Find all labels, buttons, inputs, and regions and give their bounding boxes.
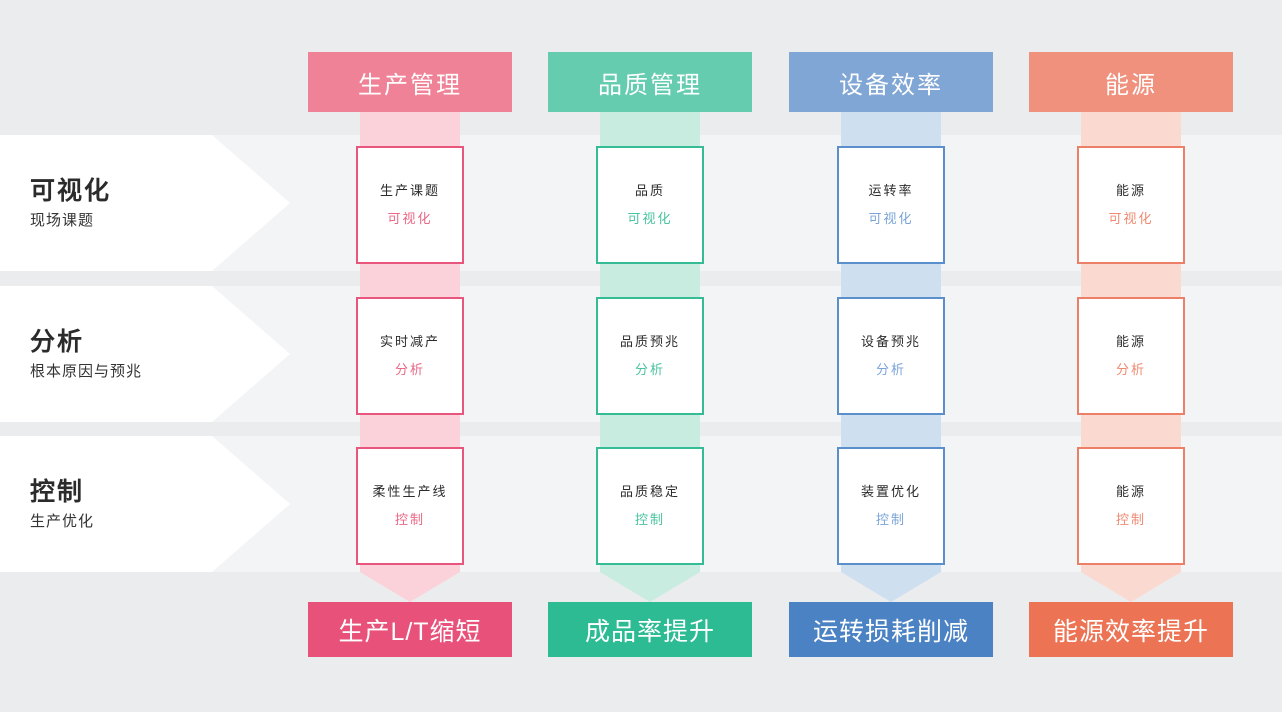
cell-title: 能源	[1115, 483, 1146, 499]
cell-title: 能源	[1115, 182, 1146, 198]
cell-title: 品质预兆	[619, 333, 680, 349]
cell-title: 生产课题	[379, 182, 440, 198]
cell-stage: 控制	[1115, 511, 1146, 527]
outcome-equipment[interactable]: 运转损耗削减	[789, 602, 993, 657]
cell-stage: 控制	[875, 511, 906, 527]
row-label-title: 分析	[30, 327, 85, 356]
cell-title: 运转率	[868, 182, 914, 198]
matrix-cell[interactable]: 实时减产 分析	[356, 297, 464, 415]
cell-title: 柔性生产线	[372, 483, 448, 499]
cell-stage: 可视化	[387, 210, 433, 226]
matrix-cell[interactable]: 设备预兆 分析	[837, 297, 945, 415]
column-header-energy[interactable]: 能源	[1029, 52, 1233, 112]
matrix-cell[interactable]: 能源 可视化	[1077, 146, 1185, 264]
column-header-equipment[interactable]: 设备效率	[789, 52, 993, 112]
row-label-subtitle: 生产优化	[30, 512, 95, 530]
cell-title: 设备预兆	[860, 333, 921, 349]
cell-stage: 可视化	[1108, 210, 1154, 226]
column-header-production[interactable]: 生产管理	[308, 52, 512, 112]
matrix-cell[interactable]: 生产课题 可视化	[356, 146, 464, 264]
matrix-cell[interactable]: 装置优化 控制	[837, 447, 945, 565]
cell-stage: 分析	[1115, 361, 1146, 377]
cell-stage: 可视化	[627, 210, 673, 226]
row-label-title: 可视化	[30, 176, 112, 205]
outcome-quality[interactable]: 成品率提升	[548, 602, 752, 657]
row-label-subtitle: 现场课题	[30, 211, 95, 229]
outcome-production[interactable]: 生产L/T缩短	[308, 602, 512, 657]
cell-stage: 控制	[394, 511, 425, 527]
row-label-title: 控制	[30, 477, 85, 506]
cell-title: 品质稳定	[619, 483, 680, 499]
cell-title: 能源	[1115, 333, 1146, 349]
matrix-cell[interactable]: 品质预兆 分析	[596, 297, 704, 415]
cell-stage: 分析	[875, 361, 906, 377]
matrix-cell[interactable]: 柔性生产线 控制	[356, 447, 464, 565]
row-label-subtitle: 根本原因与预兆	[30, 362, 143, 380]
cell-stage: 控制	[634, 511, 665, 527]
cell-stage: 可视化	[868, 210, 914, 226]
cell-title: 实时减产	[379, 333, 440, 349]
matrix-cell[interactable]: 运转率 可视化	[837, 146, 945, 264]
matrix-cell[interactable]: 品质稳定 控制	[596, 447, 704, 565]
flow-arrow-tip-icon	[360, 572, 460, 602]
matrix-cell[interactable]: 能源 控制	[1077, 447, 1185, 565]
cell-title: 装置优化	[860, 483, 921, 499]
flow-arrow-tip-icon	[1081, 572, 1181, 602]
cell-stage: 分析	[634, 361, 665, 377]
flow-arrow-tip-icon	[841, 572, 941, 602]
matrix-cell[interactable]: 品质 可视化	[596, 146, 704, 264]
matrix-cell[interactable]: 能源 分析	[1077, 297, 1185, 415]
cell-stage: 分析	[394, 361, 425, 377]
flow-arrow-tip-icon	[600, 572, 700, 602]
column-header-quality[interactable]: 品质管理	[548, 52, 752, 112]
cell-title: 品质	[634, 182, 665, 198]
outcome-energy[interactable]: 能源效率提升	[1029, 602, 1233, 657]
